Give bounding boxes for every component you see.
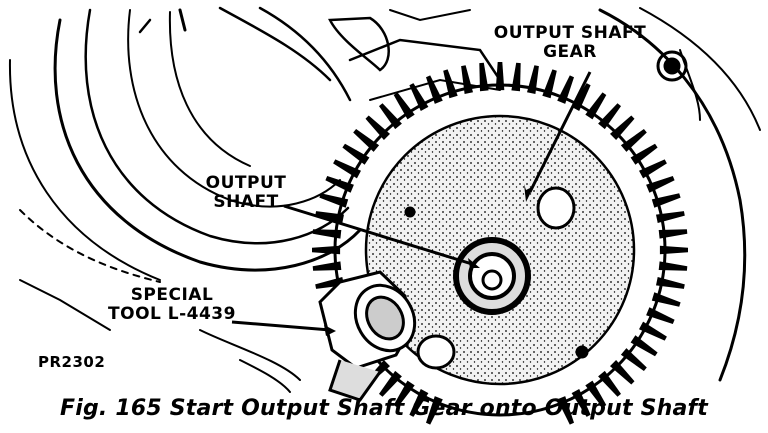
gear-tooth — [610, 115, 635, 140]
housing-ring-4 — [168, 11, 251, 167]
gear-tooth — [659, 245, 688, 255]
gear-hole-lower — [416, 334, 456, 370]
output-shaft — [453, 237, 531, 315]
leader-tool — [231, 320, 331, 332]
gear-tooth — [365, 115, 390, 140]
special-tool — [318, 270, 417, 402]
housing-ring-3 — [127, 9, 341, 208]
gear-hole-upper — [536, 186, 576, 230]
housing-bolt — [656, 50, 688, 82]
gear-tooth — [610, 360, 635, 385]
gear-tooth — [312, 245, 341, 255]
gear-tooth — [495, 62, 505, 91]
figure-caption: Fig. 165 Start Output Shaft Gear onto Ou… — [59, 396, 709, 421]
leader-gear — [528, 71, 592, 193]
output-shaft-gear-label: OUTPUT SHAFT GEAR — [493, 23, 647, 63]
housing-ring-outer — [53, 18, 362, 272]
leader-shaft — [283, 204, 473, 266]
special-tool-label: SPECIAL TOOL L-4439 — [108, 285, 236, 325]
output-shaft-label: OUTPUT SHAFT — [205, 173, 287, 213]
housing-ring-inner — [84, 8, 350, 245]
figure-id: PR2302 — [38, 353, 106, 371]
